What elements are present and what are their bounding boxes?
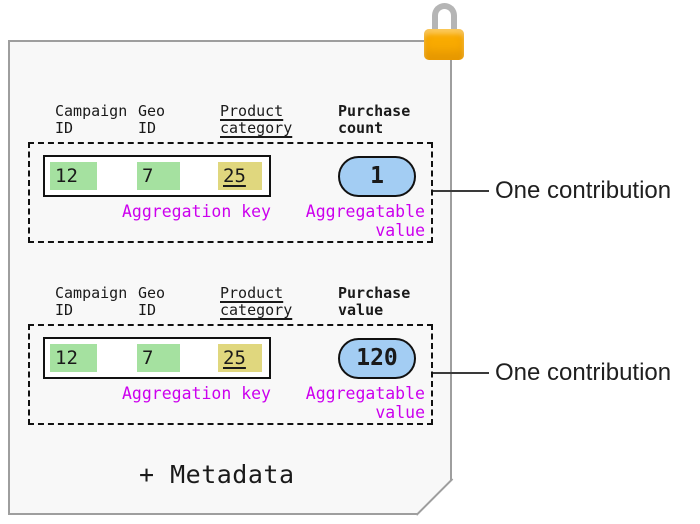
- callout-connector-line: [433, 190, 489, 192]
- lock-body: [424, 29, 464, 60]
- key-cell-product-category: 25: [218, 162, 262, 190]
- column-header-campaign-id: Campaign ID: [55, 102, 128, 137]
- column-header-product-category: Product category: [220, 284, 293, 319]
- aggregatable-value-label: Aggregatable value: [305, 384, 425, 422]
- key-cell-geo-id: 7: [137, 344, 180, 372]
- lock-icon: [424, 3, 464, 60]
- key-cell-geo-id: 7: [137, 162, 180, 190]
- aggregation-key-label: Aggregation key: [121, 384, 271, 403]
- column-header-campaign-id: Campaign ID: [55, 284, 128, 319]
- column-header-purchase-value: Purchase value: [338, 284, 411, 319]
- one-contribution-label: One contribution: [495, 359, 672, 386]
- aggregation-key-label: Aggregation key: [121, 202, 271, 221]
- column-header-purchase-count: Purchase count: [338, 102, 411, 137]
- aggregation-key-box: 12 7 25: [43, 155, 271, 197]
- key-cell-product-category: 25: [218, 344, 262, 372]
- aggregatable-value-label: Aggregatable value: [305, 202, 425, 240]
- contribution-boundary: [28, 142, 433, 243]
- column-header-geo-id: Geo ID: [138, 284, 166, 319]
- key-cell-campaign-id: 12: [50, 344, 97, 372]
- contribution-block-count: Campaign ID Geo ID Product category Purc…: [0, 103, 700, 248]
- callout-connector-line: [433, 372, 489, 374]
- contribution-block-value: Campaign ID Geo ID Product category Purc…: [0, 285, 700, 430]
- report-card: [8, 40, 452, 515]
- column-header-geo-id: Geo ID: [138, 102, 166, 137]
- metadata-label: + Metadata: [139, 460, 295, 489]
- column-header-product-category: Product category: [220, 102, 293, 137]
- aggregatable-value-pill: 1: [338, 156, 416, 197]
- key-cell-campaign-id: 12: [50, 162, 97, 190]
- one-contribution-label: One contribution: [495, 177, 672, 204]
- lock-shackle: [432, 3, 457, 36]
- aggregation-key-box: 12 7 25: [43, 337, 271, 379]
- aggregatable-value-pill: 120: [338, 338, 416, 379]
- contribution-boundary: [28, 324, 433, 425]
